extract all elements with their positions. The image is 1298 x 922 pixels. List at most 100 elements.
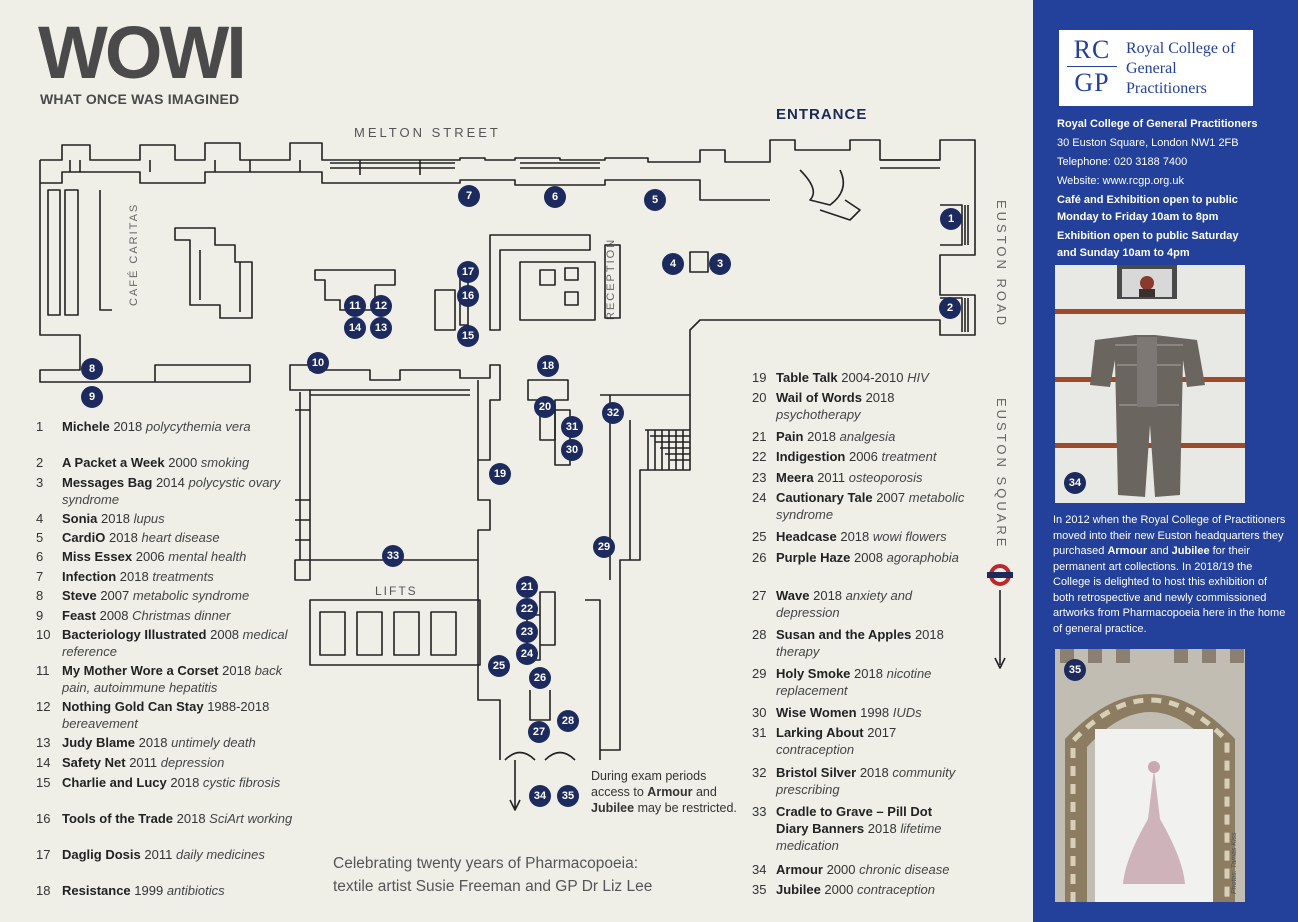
marker-8[interactable]: 8 (81, 358, 103, 380)
marker-31[interactable]: 31 (561, 416, 583, 438)
legend-text: Sonia 2018 lupus (62, 510, 312, 527)
marker-9[interactable]: 9 (81, 386, 103, 408)
marker-23[interactable]: 23 (516, 621, 538, 643)
legend-year: 2018 (170, 775, 200, 790)
legend-description: depression (160, 755, 225, 770)
legend-description: lifetime medication (776, 821, 942, 853)
legend-description: polycystic ovary syndrome (62, 475, 281, 507)
legend-title: Larking About (776, 725, 864, 740)
marker-19[interactable]: 19 (489, 463, 511, 485)
legend-number: 29 (752, 666, 767, 681)
marker-10[interactable]: 10 (307, 352, 329, 374)
marker-34[interactable]: 34 (529, 785, 551, 807)
marker-30[interactable]: 30 (561, 439, 583, 461)
legend-title: Judy Blame (62, 735, 135, 750)
marker-3[interactable]: 3 (709, 253, 731, 275)
marker-18[interactable]: 18 (537, 355, 559, 377)
legend-number: 24 (752, 490, 767, 505)
legend-number: 4 (36, 511, 44, 526)
marker-25[interactable]: 25 (488, 655, 510, 677)
legend-description: cystic fibrosis (202, 775, 281, 790)
legend-title: Wise Women (776, 705, 857, 720)
legend-text: Tools of the Trade 2018 SciArt working (62, 810, 312, 827)
marker-21[interactable]: 21 (516, 576, 538, 598)
legend-number: 19 (752, 370, 767, 385)
legend-description: polycythemia vera (145, 419, 251, 434)
rcgp-logo-name: Royal College of General Practitioners (1126, 40, 1236, 97)
marker-29[interactable]: 29 (593, 536, 615, 558)
legend-year: 2011 (129, 755, 158, 770)
legend-number: 5 (36, 530, 44, 545)
legend-title: Armour (776, 862, 823, 877)
marker-17[interactable]: 17 (457, 261, 479, 283)
legend-year: 2004-2010 (841, 370, 904, 385)
melton-street-label: MELTON STREET (354, 125, 501, 140)
legend-text: Infection 2018 treatments (62, 568, 312, 585)
marker-12[interactable]: 12 (370, 295, 392, 317)
legend-title: Headcase (776, 529, 837, 544)
legend-number: 17 (36, 847, 51, 862)
legend-year: 2007 (876, 490, 906, 505)
legend-text: Resistance 1999 antibiotics (62, 882, 312, 899)
marker-13[interactable]: 13 (370, 317, 392, 339)
legend-description: wowi flowers (872, 529, 947, 544)
legend-number: 7 (36, 569, 44, 584)
legend-year: 2011 (144, 847, 173, 862)
marker-26[interactable]: 26 (529, 667, 551, 689)
marker-5[interactable]: 5 (644, 189, 666, 211)
legend-year: 2000 (824, 882, 854, 897)
legend-description: agoraphobia (886, 550, 959, 565)
marker-33[interactable]: 33 (382, 545, 404, 567)
marker-28[interactable]: 28 (557, 710, 579, 732)
legend-title: Tools of the Trade (62, 811, 173, 826)
legend-title: Michele (62, 419, 110, 434)
legend-description: mental health (168, 549, 247, 564)
legend-year: 2018 (807, 429, 837, 444)
marker-35[interactable]: 35 (557, 785, 579, 807)
legend-title: Bristol Silver (776, 765, 857, 780)
marker-2[interactable]: 2 (939, 297, 961, 319)
legend-title: Bacteriology Illustrated (62, 627, 207, 642)
floor-plan (39, 139, 1013, 811)
marker-32[interactable]: 32 (602, 402, 624, 424)
legend-year: 2018 (840, 529, 870, 544)
legend-number: 21 (752, 429, 767, 444)
legend-title: Miss Essex (62, 549, 133, 564)
marker-16[interactable]: 16 (457, 285, 479, 307)
marker-27[interactable]: 27 (528, 721, 550, 743)
euston-square-label: EUSTON SQUARE (994, 398, 1009, 550)
legend-title: Nothing Gold Can Stay (62, 699, 204, 714)
legend-year: 2018 (813, 588, 843, 603)
legend-text: Nothing Gold Can Stay 1988-2018 bereavem… (62, 698, 312, 732)
legend-title: Purple Haze (776, 550, 851, 565)
legend-year: 2014 (155, 475, 185, 490)
legend-description: contraception (856, 882, 936, 897)
legend-text: Daglig Dosis 2011 daily medicines (62, 846, 312, 863)
marker-11[interactable]: 11 (344, 295, 366, 317)
marker-1[interactable]: 1 (940, 208, 962, 230)
legend-text: Steve 2007 metabolic syndrome (62, 587, 312, 604)
legend-text: Wave 2018 anxiety and depression (776, 587, 966, 621)
legend-title: Safety Net (62, 755, 126, 770)
legend-year: 2000 (826, 862, 856, 877)
legend-title: Cautionary Tale (776, 490, 873, 505)
legend-description: daily medicines (175, 847, 265, 862)
marker-4[interactable]: 4 (662, 253, 684, 275)
armour-artwork-image (1055, 265, 1245, 503)
marker-20[interactable]: 20 (534, 396, 556, 418)
marker-22[interactable]: 22 (516, 598, 538, 620)
armour-photo: 34 (1055, 265, 1245, 503)
marker-14[interactable]: 14 (344, 317, 366, 339)
marker-15[interactable]: 15 (457, 325, 479, 347)
lifts-label: LIFTS (375, 584, 418, 598)
legend-year: 1999 (134, 883, 164, 898)
marker-24[interactable]: 24 (516, 643, 538, 665)
legend-text: Headcase 2018 wowi flowers (776, 528, 966, 545)
legend-text: Judy Blame 2018 untimely death (62, 734, 312, 751)
marker-7[interactable]: 7 (458, 185, 480, 207)
legend-text: Cautionary Tale 2007 metabolic syndrome (776, 489, 966, 523)
legend-year: 2018 (108, 530, 138, 545)
legend-text: Wail of Words 2018 psychotherapy (776, 389, 966, 423)
marker-6[interactable]: 6 (544, 186, 566, 208)
